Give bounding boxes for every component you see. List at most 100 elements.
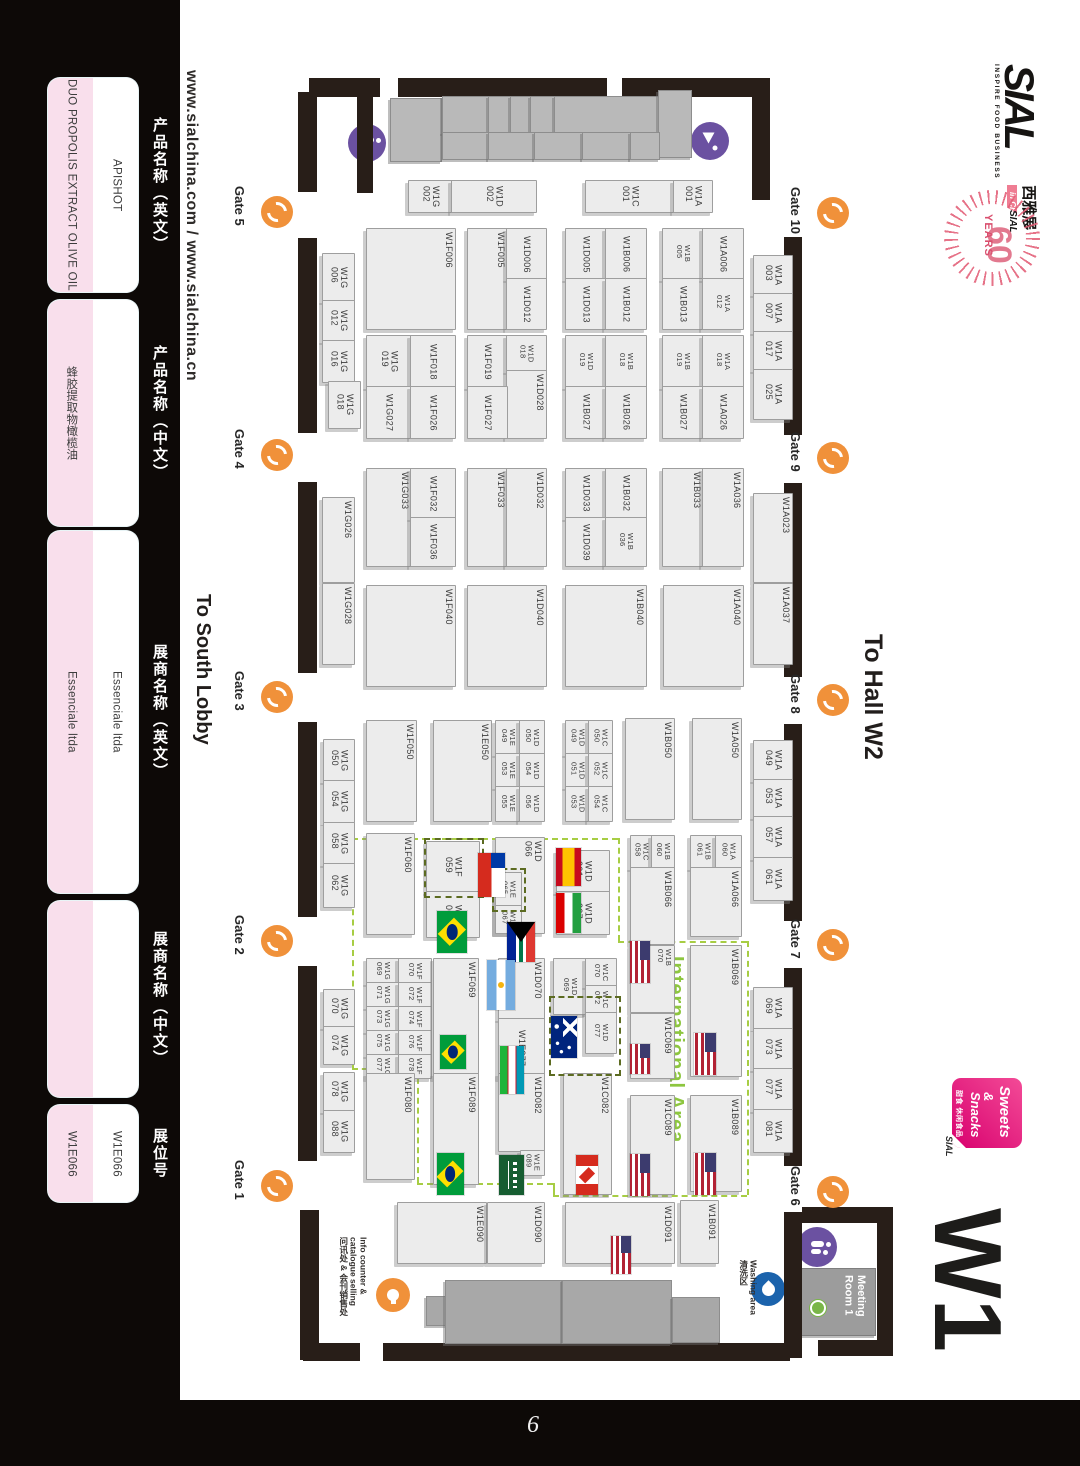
badge-line1: Sweets [996,1086,1013,1138]
booth-W1B006: W1B006 [605,228,647,280]
to-hall-w2-label: To Hall W2 [859,634,887,760]
wall [784,1212,802,1358]
sial-60-years-badge: SIAL 60 YEARS [944,190,1040,286]
flag-face [487,960,515,1010]
gate-label: Gate 2 [232,915,247,955]
service-block [510,96,532,134]
flag-face [556,848,581,886]
booth-W1G033: W1G033 [366,468,412,567]
service-block [426,1296,447,1326]
booth-W1D033: W1D033 [565,468,607,519]
booth-W1G028: W1G028 [322,583,355,665]
booth-label: W1G027 [384,393,395,432]
booth-W1A050: W1A050 [692,718,742,820]
header-text: 产品名称（中文） [151,345,168,481]
flag-usa [694,1153,716,1195]
booth-label: W1F006 [444,232,454,268]
service-block [658,90,692,158]
flag-face [630,1044,650,1074]
flag-argentina [487,960,515,1010]
wall [802,1207,893,1223]
booth-label: W1E090 [475,1206,485,1243]
booth-label: W1D033 [581,475,592,512]
sial-tagline: INSPIRE FOOD BUSINESS [993,64,1001,180]
international-area-border [618,838,620,941]
gate-icon-gate-5 [261,196,293,228]
international-area-border [352,838,354,1068]
international-area-border [352,838,618,840]
booth-label: W1G033 [400,472,410,510]
booth-label: W1B050 [663,722,673,759]
booth-label: W1F080 [403,1077,413,1113]
flag-usa [630,941,650,983]
service-block [445,1280,562,1344]
table-cell-row1: Essenciale ltda [93,531,138,893]
booth-label: W1A006 [718,235,729,273]
service-block [582,132,632,160]
booth-W1E050: W1E050 [433,720,492,822]
booth-label: W1B026 [621,394,632,431]
service-block [554,96,660,134]
family-toilet-icon [797,1227,837,1267]
flag-brazil [440,1035,466,1069]
to-south-lobby-label: To South Lobby [192,594,214,745]
booth-W1F060: W1F060 [366,833,415,935]
booth-label: W1D082 [533,1077,543,1114]
gate-label: Gate 1 [232,1160,247,1200]
flag-face [630,1154,650,1196]
table-column-header: 产品名称（英文） [139,78,180,292]
booth-label: W1F089 [467,1077,477,1113]
wall [300,1210,319,1360]
booth-label: W1B013 [678,285,689,323]
booth-label: W1A040 [732,589,742,626]
booth-label: W1B066 [663,871,673,908]
gate-label: Gate 10 [788,187,803,234]
wall [398,78,607,97]
flag-face [611,1236,631,1274]
gate-label: Gate 8 [788,674,803,714]
